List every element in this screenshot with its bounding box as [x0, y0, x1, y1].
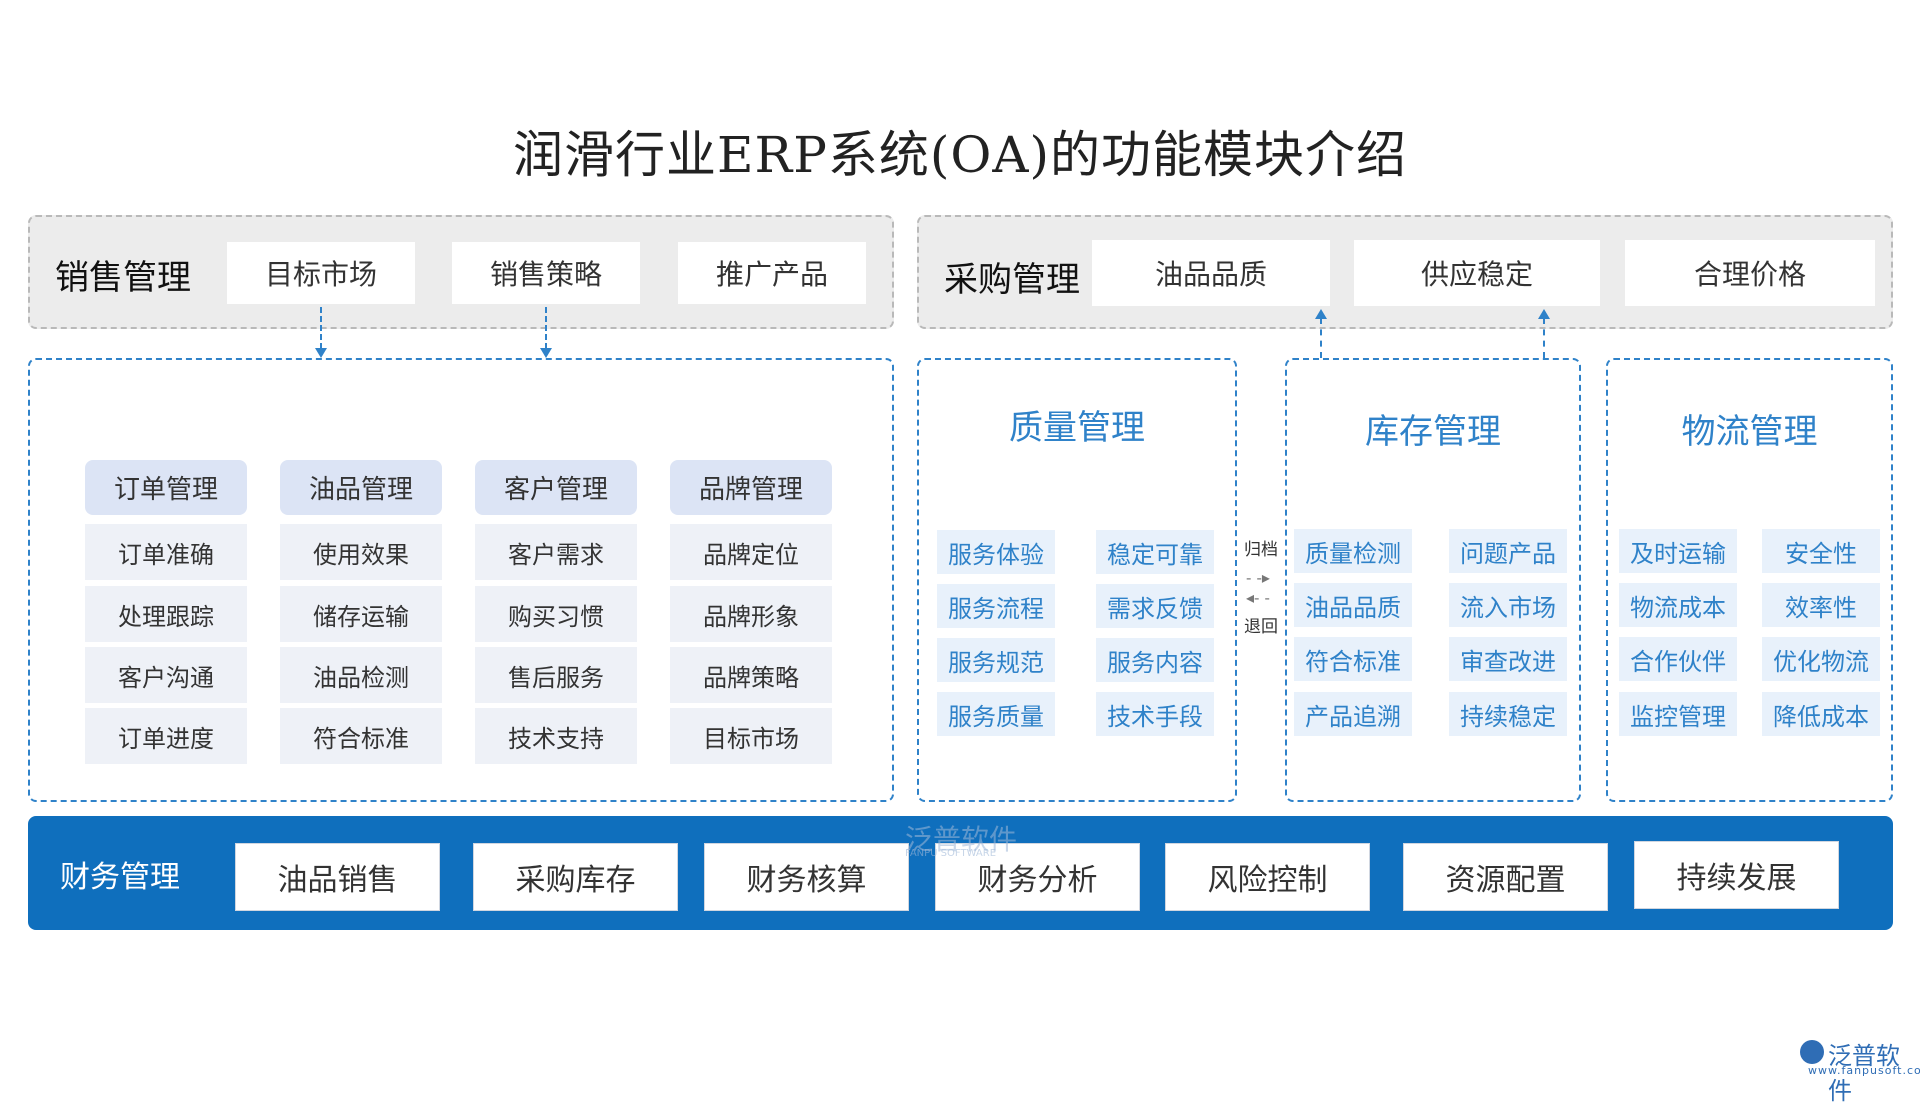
finance-item-purchase-inventory[interactable]: 采购库存: [473, 843, 678, 911]
sales-connector-2: [545, 307, 547, 349]
inventory-cell: 流入市场: [1449, 583, 1567, 627]
return-label: 退回: [1244, 617, 1278, 637]
module-cell: 目标市场: [670, 708, 832, 764]
logistics-cell: 监控管理: [1619, 692, 1737, 736]
arrow-up-icon: [1315, 309, 1327, 319]
sales-label: 销售管理: [55, 258, 191, 298]
module-cell: 使用效果: [280, 524, 442, 580]
sales-item-promotion[interactable]: 推广产品: [678, 242, 866, 304]
quality-cell: 服务规范: [937, 638, 1055, 682]
sales-item-strategy[interactable]: 销售策略: [452, 242, 640, 304]
arrow-up-icon: [1538, 309, 1550, 319]
finance-item-sustainable[interactable]: 持续发展: [1634, 841, 1839, 909]
inventory-title: 库存管理: [1365, 412, 1501, 452]
module-cell: 订单进度: [85, 708, 247, 764]
quality-title: 质量管理: [1009, 408, 1145, 448]
module-cell: 购买习惯: [475, 586, 637, 642]
module-cell: 油品检测: [280, 647, 442, 703]
logo-url: www.fanpusoft.com: [1808, 1064, 1920, 1077]
inventory-cell: 问题产品: [1449, 529, 1567, 573]
logistics-cell: 优化物流: [1762, 637, 1880, 681]
module-cell: 客户沟通: [85, 647, 247, 703]
module-cell: 品牌策略: [670, 647, 832, 703]
finance-item-risk-control[interactable]: 风险控制: [1165, 843, 1370, 911]
quality-cell: 服务内容: [1096, 638, 1214, 682]
finance-item-analysis[interactable]: 财务分析: [935, 843, 1140, 911]
watermark-text: 泛普软件: [905, 823, 1018, 856]
module-cell: 储存运输: [280, 586, 442, 642]
module-cell: 订单准确: [85, 524, 247, 580]
finance-item-accounting[interactable]: 财务核算: [704, 843, 909, 911]
inventory-cell: 产品追溯: [1294, 692, 1412, 736]
quality-cell: 服务质量: [937, 692, 1055, 736]
module-cell: 品牌定位: [670, 524, 832, 580]
inventory-cell: 质量检测: [1294, 529, 1412, 573]
finance-item-oil-sales[interactable]: 油品销售: [235, 843, 440, 911]
arrow-down-icon: [315, 348, 327, 358]
finance-label: 财务管理: [60, 860, 180, 895]
logistics-cell: 降低成本: [1762, 692, 1880, 736]
logistics-cell: 及时运输: [1619, 529, 1737, 573]
purchase-item-quality[interactable]: 油品品质: [1092, 240, 1330, 306]
quality-cell: 需求反馈: [1096, 584, 1214, 628]
purchase-connector-1: [1320, 318, 1322, 358]
quality-cell: 技术手段: [1096, 692, 1214, 736]
inventory-cell: 持续稳定: [1449, 692, 1567, 736]
logistics-cell: 效率性: [1762, 583, 1880, 627]
purchase-connector-2: [1543, 318, 1545, 358]
logo-icon: [1800, 1040, 1824, 1064]
logistics-cell: 物流成本: [1619, 583, 1737, 627]
module-cell: 符合标准: [280, 708, 442, 764]
module-head-customer[interactable]: 客户管理: [475, 460, 637, 515]
logistics-title: 物流管理: [1681, 412, 1818, 452]
module-cell: 技术支持: [475, 708, 637, 764]
purchase-item-supply[interactable]: 供应稳定: [1354, 240, 1600, 306]
archive-label: 归档: [1244, 540, 1278, 560]
module-cell: 售后服务: [475, 647, 637, 703]
arrow-left-icon: ◂- -: [1246, 588, 1270, 607]
logistics-cell: 合作伙伴: [1619, 637, 1737, 681]
page-title: 润滑行业ERP系统(OA)的功能模块介绍: [513, 126, 1407, 184]
arrow-down-icon: [540, 348, 552, 358]
module-head-order[interactable]: 订单管理: [85, 460, 247, 515]
module-head-brand[interactable]: 品牌管理: [670, 460, 832, 515]
module-head-oil[interactable]: 油品管理: [280, 460, 442, 515]
module-cell: 处理跟踪: [85, 586, 247, 642]
logistics-cell: 安全性: [1762, 529, 1880, 573]
sales-connector-1: [320, 307, 322, 349]
arrow-right-icon: - -▸: [1246, 568, 1270, 587]
inventory-cell: 符合标准: [1294, 637, 1412, 681]
quality-cell: 服务体验: [937, 530, 1055, 574]
watermark-sub: FANPU SOFTWARE: [905, 848, 997, 859]
inventory-cell: 油品品质: [1294, 583, 1412, 627]
purchase-item-price[interactable]: 合理价格: [1625, 240, 1875, 306]
finance-item-resource-allocation[interactable]: 资源配置: [1403, 843, 1608, 911]
quality-cell: 服务流程: [937, 584, 1055, 628]
purchase-label: 采购管理: [944, 260, 1080, 300]
inventory-cell: 审查改进: [1449, 637, 1567, 681]
module-cell: 客户需求: [475, 524, 637, 580]
sales-item-target-market[interactable]: 目标市场: [227, 242, 415, 304]
module-cell: 品牌形象: [670, 586, 832, 642]
quality-cell: 稳定可靠: [1096, 530, 1214, 574]
